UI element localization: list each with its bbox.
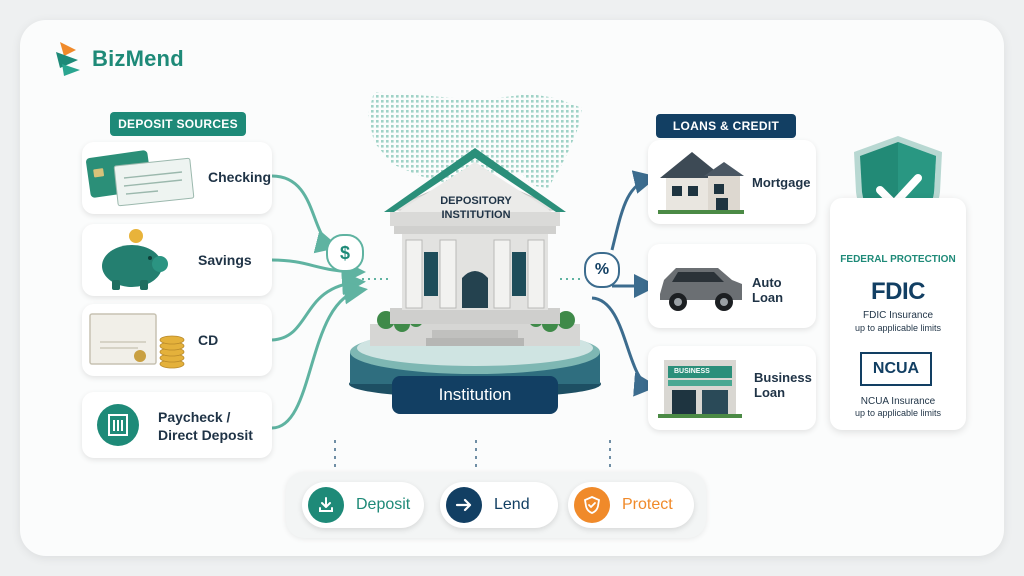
source-cd-label: CD: [198, 332, 219, 348]
debit-card-check-icon: [86, 150, 195, 207]
ncua-logo: NCUA: [860, 352, 932, 386]
car-icon: [660, 268, 742, 311]
depository-institution-title: DEPOSITORY INSTITUTION: [440, 195, 512, 221]
source-savings-card: Savings: [82, 224, 272, 296]
loan-auto-label: Auto Loan: [752, 275, 784, 305]
loan-mortgage-card: Mortgage: [648, 140, 816, 224]
protect-button[interactable]: Protect: [568, 482, 694, 528]
brand-name: BizMend: [92, 46, 184, 71]
loan-auto-card: Auto Loan: [648, 244, 816, 328]
loans-credit-header: LOANS & CREDIT: [656, 114, 796, 138]
dollar-badge: $: [326, 234, 364, 272]
protect-label: Protect: [622, 496, 673, 513]
loan-business-label: Business Loan: [754, 370, 812, 400]
institution-label: Institution: [392, 376, 558, 414]
source-paycheck-label: Paycheck / Direct Deposit: [158, 409, 253, 443]
ncua-caption: NCUA Insurance: [860, 396, 936, 407]
percent-badge: %: [584, 252, 620, 288]
federal-protection-card: FEDERAL PROTECTION FDIC FDIC Insurance u…: [830, 198, 966, 430]
loan-business-card: BUSINESS Business Loan: [648, 346, 816, 430]
source-cd-card: CD: [82, 304, 272, 376]
deposit-sources-header: DEPOSIT SOURCES: [110, 112, 246, 136]
source-checking-card: Checking: [82, 142, 272, 214]
piggy-bank-icon: [102, 229, 168, 290]
bank-building-illustration: [349, 148, 601, 398]
source-checking-label: Checking: [208, 169, 272, 185]
building-icon: [97, 404, 139, 446]
loan-mortgage-label: Mortgage: [752, 175, 811, 190]
us-map-dots: [368, 92, 582, 188]
business-sign-text: BUSINESS: [674, 368, 710, 375]
deposit-button[interactable]: Deposit: [302, 482, 424, 528]
lend-button[interactable]: Lend: [440, 482, 558, 528]
storefront-icon: [658, 360, 742, 418]
house-icon: [658, 152, 744, 214]
fdic-note: up to applicable limits: [854, 323, 942, 333]
bizmend-logo-icon: [56, 42, 80, 76]
shield-check-small-icon: [574, 487, 610, 523]
lend-label: Lend: [494, 496, 530, 513]
arrow-right-icon: [446, 487, 482, 523]
ncua-note: up to applicable limits: [854, 408, 942, 418]
federal-protection-title: FEDERAL PROTECTION: [840, 254, 956, 265]
brand-logo: BizMend: [56, 42, 184, 76]
deposit-label: Deposit: [356, 496, 411, 513]
fdic-logo: FDIC: [871, 278, 926, 305]
source-savings-label: Savings: [198, 252, 252, 268]
source-paycheck-card: Paycheck / Direct Deposit: [82, 392, 272, 458]
certificate-coins-icon: [89, 313, 185, 369]
fdic-caption: FDIC Insurance: [862, 310, 934, 321]
download-icon: [308, 487, 344, 523]
